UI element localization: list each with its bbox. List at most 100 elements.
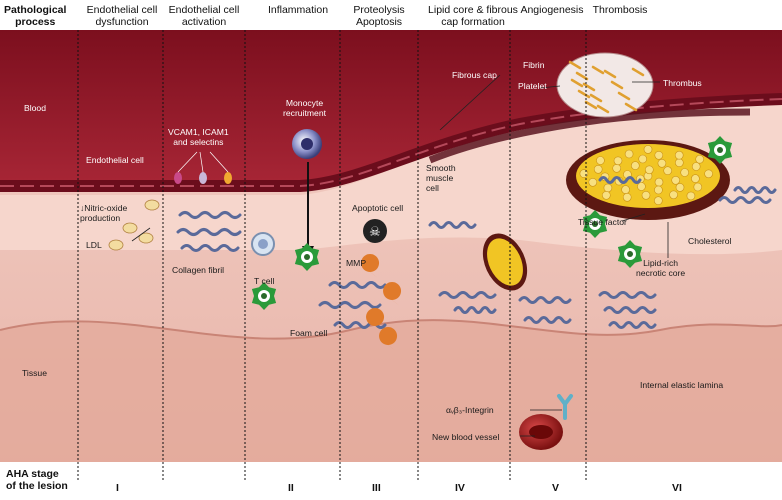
collagen-strand xyxy=(598,291,657,299)
lipid-droplet xyxy=(704,169,713,179)
stage-numeral-5: V xyxy=(552,482,560,494)
foam-cell xyxy=(294,243,320,271)
lipid-droplet xyxy=(657,159,667,168)
collagen-strand xyxy=(180,244,240,252)
collagen-strand xyxy=(453,306,497,314)
stage-numeral-6: VI xyxy=(672,482,682,494)
collagen-strand xyxy=(318,301,382,309)
ldl-particles xyxy=(108,199,160,251)
fibrin-label: Fibrin xyxy=(523,60,545,70)
lipid-droplet xyxy=(671,176,681,185)
lipid-droplet xyxy=(686,191,696,201)
foam-cell xyxy=(707,136,733,164)
lipid-droplet xyxy=(637,182,646,191)
platelet xyxy=(631,67,645,77)
t-cell-label: T cell xyxy=(254,276,275,286)
lipid-droplet xyxy=(643,145,653,154)
apoptotic-cell-label: Apoptotic cell xyxy=(352,203,404,213)
leader-lines xyxy=(131,74,669,437)
cholesterol-label: Cholesterol xyxy=(688,236,732,246)
lipid-droplet xyxy=(695,154,705,164)
platelet xyxy=(568,60,582,70)
platelet xyxy=(596,104,610,114)
platelet xyxy=(584,100,598,110)
platelet xyxy=(591,65,605,75)
endothelial-cell-label: Endothelial cell xyxy=(86,155,144,165)
new-vessel-label: New blood vessel xyxy=(432,432,500,442)
lipid-droplet xyxy=(579,169,589,178)
adhesion-molecules xyxy=(174,151,232,184)
mmp-enzymes xyxy=(361,254,402,351)
platelet xyxy=(589,93,603,103)
fibrin-strands xyxy=(568,60,645,114)
collagen-strand xyxy=(523,316,572,324)
lipid-droplet xyxy=(654,185,663,195)
platelet xyxy=(570,78,584,88)
collagen-fibrils xyxy=(176,176,777,329)
thrombus xyxy=(556,52,654,118)
platelet xyxy=(603,69,617,79)
apoptotic-cell xyxy=(363,219,387,243)
foam-cell xyxy=(251,282,277,310)
collagen-strand xyxy=(598,176,642,184)
collagen-strand xyxy=(608,321,657,329)
platelet xyxy=(617,91,631,101)
collagen-strand xyxy=(328,281,387,289)
lipid-droplet xyxy=(693,182,703,192)
mmp-label: MMP xyxy=(346,258,367,268)
platelet xyxy=(624,102,638,112)
collagen-strand xyxy=(518,296,572,304)
lipid-droplet xyxy=(593,165,603,174)
blood-label: Blood xyxy=(24,103,46,113)
lipid-droplet xyxy=(612,164,622,173)
lipid-droplet xyxy=(588,178,598,187)
lipid-droplet xyxy=(675,183,685,192)
internal-elastic-label: Internal elastic lamina xyxy=(640,380,724,390)
lipid-droplet xyxy=(621,185,630,194)
collagen-strand xyxy=(603,306,657,314)
lipid-droplet xyxy=(654,151,664,160)
collagen-fibril-label: Collagen fibril xyxy=(172,265,225,275)
lipid-droplet xyxy=(644,165,654,175)
lipid-droplet xyxy=(622,193,632,202)
collagen-strand xyxy=(718,196,772,204)
foam-cell-label: Foam cell xyxy=(290,328,328,338)
platelet xyxy=(577,89,591,99)
platelet xyxy=(575,71,589,81)
platelet xyxy=(610,80,624,90)
integrin-label: αᵥβ₃-Integrin xyxy=(446,405,494,415)
lipid-droplet xyxy=(641,191,651,200)
platelet xyxy=(582,82,596,92)
lipid-droplet xyxy=(613,156,623,166)
lipid-droplet xyxy=(601,191,611,200)
thrombus-label: Thrombus xyxy=(663,78,702,88)
lipid-droplet xyxy=(603,183,613,193)
foam-cell xyxy=(617,240,643,268)
lipid-droplet xyxy=(654,177,664,187)
endothelium-highlight xyxy=(0,98,782,187)
stage-numeral-3: III xyxy=(372,482,381,494)
tissue-factor-label: Tissue factor xyxy=(578,217,627,227)
lipid-dots xyxy=(579,145,713,205)
lipid-droplet xyxy=(624,149,634,159)
internal-elastic-lamina xyxy=(0,319,782,340)
collagen-strand xyxy=(176,228,242,236)
foam-cells xyxy=(251,136,733,310)
integrin-receptor xyxy=(557,394,573,420)
lipid-droplet xyxy=(680,168,690,177)
svg-text:☠: ☠ xyxy=(369,225,381,240)
header-stage-3: Inflammation xyxy=(267,4,329,16)
lipid-droplet xyxy=(691,174,700,183)
fibrous-cap xyxy=(428,108,751,164)
